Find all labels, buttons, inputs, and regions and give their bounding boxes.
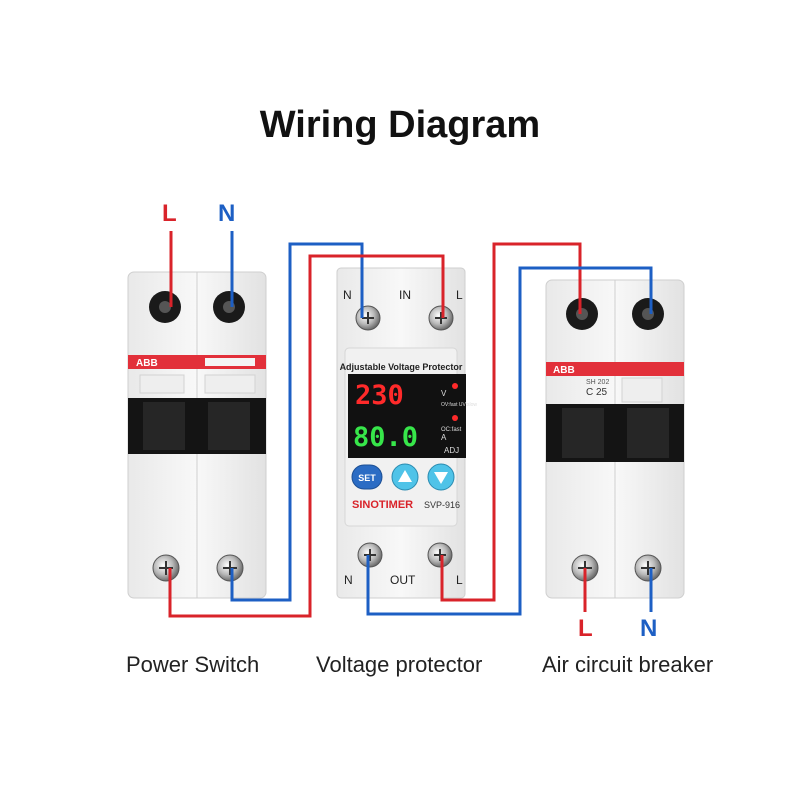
down-arrow-icon [434, 472, 448, 484]
voltage-reading: 230 [355, 380, 404, 411]
adj-label: ADJ [444, 446, 459, 455]
load-live-label: L [578, 615, 593, 642]
set-button[interactable]: SET [351, 464, 383, 490]
protector-out-label: OUT [390, 573, 416, 587]
protector-title: Adjustable Voltage Protector [340, 362, 463, 372]
breaker-rating: C 25 [586, 387, 608, 398]
voltage-unit: V [441, 389, 447, 398]
power-switch-caption: Power Switch [126, 652, 260, 677]
load-neutral-label: N [640, 615, 657, 642]
supply-neutral-label: N [218, 200, 235, 227]
protector-in-live-label: L [456, 288, 463, 302]
switch-to-protector-live-wire [168, 254, 445, 618]
protector-out-live-label: L [456, 573, 463, 587]
wires [168, 231, 653, 618]
air-breaker-caption: Air circuit breaker [542, 652, 714, 677]
protector-model: SVP-916 [424, 500, 460, 510]
voltage-protector: N IN L Adjustable Voltage Protector 230 … [336, 267, 477, 599]
breaker-model: SH 202 [586, 379, 609, 386]
power-switch-brand: ABB [136, 358, 158, 369]
down-button[interactable] [427, 463, 455, 491]
up-arrow-icon [398, 470, 412, 482]
page-title: Wiring Diagram [259, 104, 541, 146]
set-button-label: SET [358, 473, 376, 483]
current-unit: A [441, 433, 447, 442]
protector-out-neutral-label: N [344, 573, 353, 587]
ov-uv-note: OV:fast UV:slow [441, 402, 477, 408]
breaker-brand: ABB [553, 365, 575, 376]
air-circuit-breaker: ABB SH 202 C 25 [545, 279, 685, 599]
up-button[interactable] [391, 463, 419, 491]
protector-to-breaker-live-wire [440, 242, 582, 602]
protector-to-breaker-neutral-wire [366, 266, 653, 616]
current-reading: 80.0 [353, 422, 418, 453]
oc-note: OC:fast [441, 427, 462, 433]
protector-in-label: IN [399, 288, 411, 302]
protector-brand: SINOTIMER [352, 499, 413, 511]
power-switch: ABB [127, 271, 267, 599]
protector-display [348, 374, 466, 458]
supply-live-label: L [162, 200, 177, 227]
voltage-protector-caption: Voltage protector [316, 652, 483, 677]
protector-in-neutral-label: N [343, 288, 352, 302]
